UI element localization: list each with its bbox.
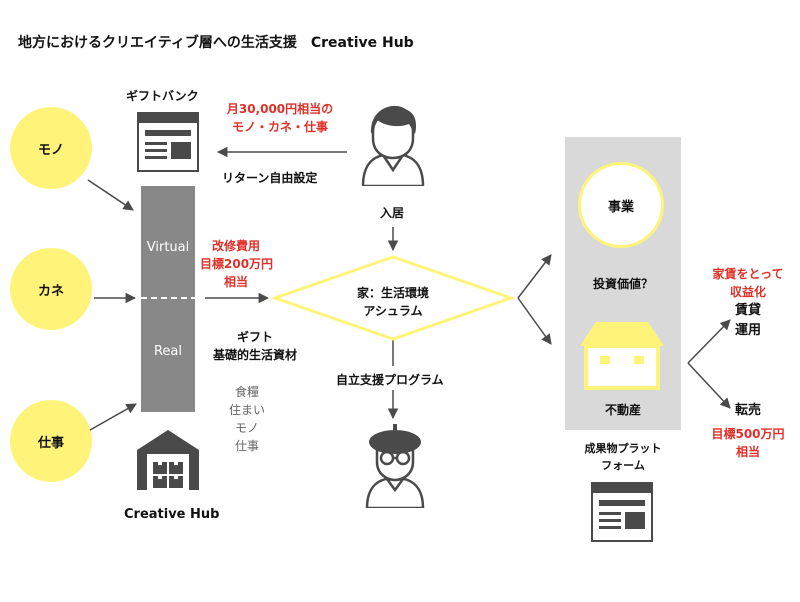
resale-label: 転売	[734, 403, 761, 418]
circle-mono: モノ	[10, 107, 92, 189]
offer-line1: 月30,000円相当の	[226, 102, 334, 116]
program-label: 自立支援プログラム	[336, 373, 444, 387]
rent-red-line1: 家賃をとって	[712, 267, 784, 281]
supplies-item-3: 仕事	[234, 439, 259, 453]
house-line2: アシュラム	[363, 304, 423, 318]
business-circle: 事業	[578, 162, 664, 248]
resale-red-line1: 目標500万円	[711, 427, 785, 441]
person-with-beret-icon	[365, 424, 425, 508]
hub-bar-real: Real	[153, 344, 183, 359]
supplies-item-1: 住まい	[228, 403, 265, 417]
hub-bar-virtual: Virtual	[146, 240, 190, 255]
creative-hub-label: Creative Hub	[124, 507, 220, 522]
gift-supplies-line1: ギフト	[236, 330, 273, 344]
renovation-line3: 相当	[223, 275, 248, 289]
browser-window-icon	[137, 112, 199, 172]
supplies-item-2: モノ	[234, 421, 259, 435]
moving-in-label: 入居	[380, 206, 405, 220]
warehouse-icon	[137, 430, 199, 490]
circle-kane: カネ	[10, 248, 92, 330]
return-setting: リターン自由設定	[222, 171, 318, 185]
rent-line2: 運用	[734, 323, 761, 338]
rent-red-line2: 収益化	[729, 285, 766, 299]
renovation-line1: 改修費用	[211, 239, 260, 253]
circle-shigoto: 仕事	[10, 400, 92, 482]
results-platform-line2: フォーム	[601, 459, 645, 472]
page-title: 地方におけるクリエイティブ層への生活支援 Creative Hub	[18, 35, 414, 51]
investment-label: 投資価値？	[592, 277, 653, 291]
gift-supplies-line2: 基礎的生活資材	[212, 348, 297, 362]
house-icon	[580, 322, 664, 390]
real-estate-label: 不動産	[604, 403, 641, 417]
person-icon	[361, 105, 425, 186]
house-line1: 家：生活環境	[356, 286, 429, 300]
results-platform-line1: 成果物プラット	[584, 442, 662, 455]
supplies-item-0: 食糧	[234, 385, 259, 399]
renovation-line2: 目標200万円	[200, 257, 274, 271]
business-label: 事業	[607, 199, 634, 215]
browser-window-icon	[591, 482, 653, 542]
offer-line2: モノ・カネ・仕事	[231, 120, 328, 134]
resale-red-line2: 相当	[735, 445, 760, 459]
rent-line1: 賃貸	[734, 303, 761, 318]
gift-bank-label: ギフトバンク	[126, 89, 199, 103]
